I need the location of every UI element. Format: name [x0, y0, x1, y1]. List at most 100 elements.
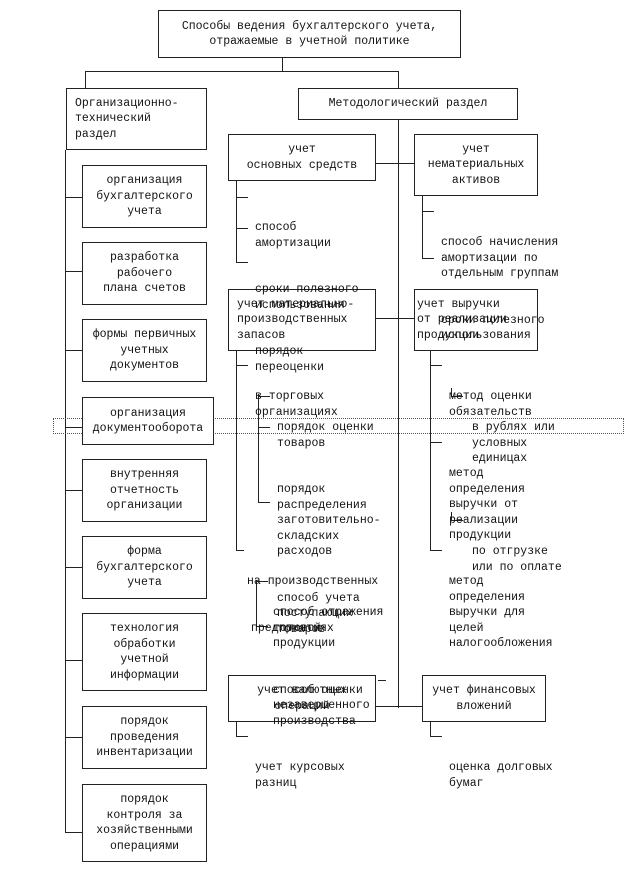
diagram-text: запасов [237, 328, 286, 342]
diagram-text: операциями [109, 839, 179, 853]
diagram-text: целей [449, 621, 484, 635]
connector [398, 119, 400, 708]
title-line: отражаемые в учетной политике [209, 35, 410, 48]
method-section-title: Методологический раздел [328, 97, 488, 111]
connector [65, 271, 82, 273]
diagram-text: в торговых [255, 390, 325, 403]
diagram-text: единицах [472, 452, 528, 465]
diagram-text: от реализации [417, 313, 507, 327]
diagram-text: определения [449, 482, 525, 496]
diagram-text: учет финансовых [432, 684, 536, 697]
diagram-text: формы первичных [92, 328, 197, 342]
org-section-title: Организационно- [75, 96, 179, 110]
diagram-text: нематериальных [427, 158, 525, 172]
method-section-box: Методологический раздел [298, 88, 518, 120]
diagram-text: активов [451, 173, 501, 187]
connector [65, 737, 82, 739]
connector [422, 211, 434, 213]
connector [236, 262, 248, 264]
connector [236, 365, 248, 367]
diagram-text: учет [462, 142, 490, 156]
diagram-text: предприятиях [251, 621, 334, 635]
diagram-text: порядок [255, 345, 304, 358]
diagram-text: определения [449, 590, 525, 604]
revenue-item-2-sub: по отгрузке или по оплате [472, 513, 562, 591]
diagram-text: организация [106, 174, 183, 188]
diagram-text: амортизации [255, 236, 331, 250]
diagram-text: использования [441, 329, 531, 342]
connector [65, 197, 82, 199]
connector [430, 442, 442, 444]
diagram-text: по отгрузке [472, 545, 548, 558]
diagram-text: операций [274, 699, 330, 713]
diagram-text: учет курсовых [255, 761, 345, 774]
diagram-text: учетной [120, 653, 169, 666]
diagram-text: на производственных [247, 575, 379, 588]
diagram-text: заготовительно- [277, 514, 381, 527]
connector [451, 512, 453, 521]
diagram-text: инвентаризации [96, 746, 193, 760]
diagram-text: метод оценки [449, 390, 532, 403]
diagram-text: учет валютных [257, 684, 347, 697]
connector [236, 550, 244, 552]
connector [236, 197, 248, 199]
org-section-title: технический [75, 112, 151, 126]
connector [65, 832, 82, 834]
diagram-text: налогообложения [449, 637, 553, 650]
diagram-text: организациях [255, 405, 338, 419]
connector [430, 365, 442, 367]
connector [376, 706, 422, 708]
diagram-text: отчетность [109, 483, 179, 497]
diagram-text: способ оценки [273, 683, 363, 697]
connector [376, 318, 416, 320]
diagram-text: готовой [273, 621, 322, 635]
diagram-text: внутренняя [109, 468, 179, 482]
connector [85, 71, 399, 73]
diagram-text: основных средств [246, 158, 358, 172]
diagram-text: учет [288, 143, 316, 156]
connector [236, 736, 248, 738]
diagram-text: учетных [120, 343, 169, 357]
diagram-text: переоценки [255, 360, 325, 374]
diagram-text: продукции [449, 529, 512, 542]
connector [378, 680, 386, 682]
diagram-text: порядок [277, 483, 326, 496]
diagram-text: плана счетов [103, 282, 186, 296]
connector [451, 396, 463, 398]
connector [236, 350, 238, 551]
currency-box: учет валютных операций [228, 675, 376, 722]
diagram-text: выручки для [449, 606, 525, 619]
connector [236, 228, 248, 230]
diagram-text: обработки [113, 637, 176, 651]
inventory-production: на производственных предприятиях [247, 543, 378, 652]
diagram-text: отдельным группам [441, 267, 559, 280]
diagram-text: или по оплате [472, 560, 562, 574]
connector [422, 258, 434, 260]
diagram-text: документов [109, 359, 179, 373]
diagram-text: продукции [273, 637, 336, 650]
diagram-text: порядок оценки [277, 421, 374, 434]
connector [256, 580, 258, 627]
diagram-text: документооборота [92, 422, 204, 435]
diagram-text: продукции [417, 328, 480, 342]
diagram-text: способ начисления [441, 236, 559, 249]
diagram-text: амортизации по [441, 251, 538, 265]
diagram-text: контроля за [106, 808, 183, 822]
diagram-text: способ отражения [273, 606, 384, 619]
connector [256, 626, 268, 628]
connector [65, 567, 82, 569]
diagram-text: в рублях или [472, 421, 555, 434]
diagram-text: бумаг [449, 776, 484, 790]
connector [376, 163, 416, 165]
diagram-text: метод [449, 467, 484, 480]
diagram-text: реализации [449, 513, 519, 527]
